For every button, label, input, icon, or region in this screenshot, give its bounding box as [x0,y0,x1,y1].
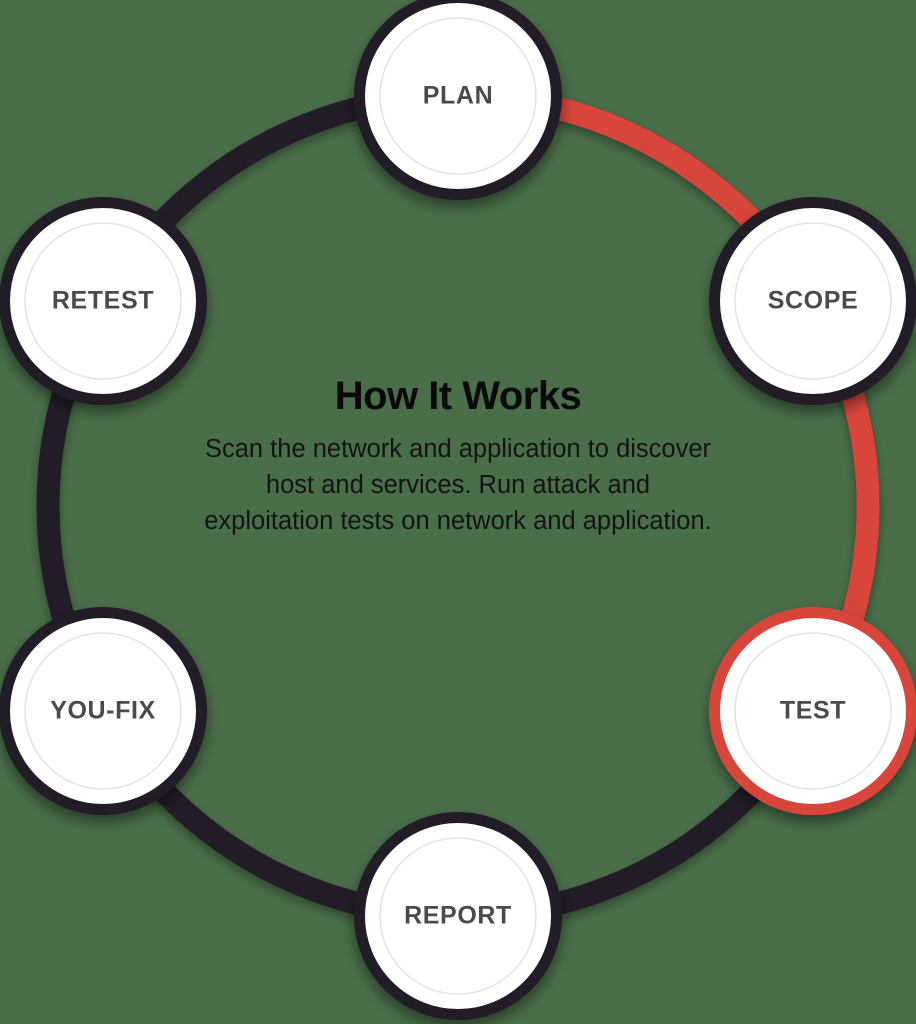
node-inner-circle [734,632,892,790]
node-inner-circle [24,222,182,380]
node-inner-circle [734,222,892,380]
node-ring [0,607,207,815]
cycle-node-you-fix[interactable] [0,607,207,815]
cycle-node-test[interactable] [709,607,916,815]
node-ring [709,197,916,405]
cycle-node-retest[interactable] [0,197,207,405]
cycle-node-scope[interactable] [709,197,916,405]
node-inner-circle [24,632,182,790]
node-ring [354,812,562,1020]
node-inner-circle [379,837,537,995]
cycle-node-plan[interactable] [354,0,562,200]
node-ring [709,607,916,815]
cycle-node-report[interactable] [354,812,562,1020]
node-ring [0,197,207,405]
node-inner-circle [379,17,537,175]
node-ring [354,0,562,200]
